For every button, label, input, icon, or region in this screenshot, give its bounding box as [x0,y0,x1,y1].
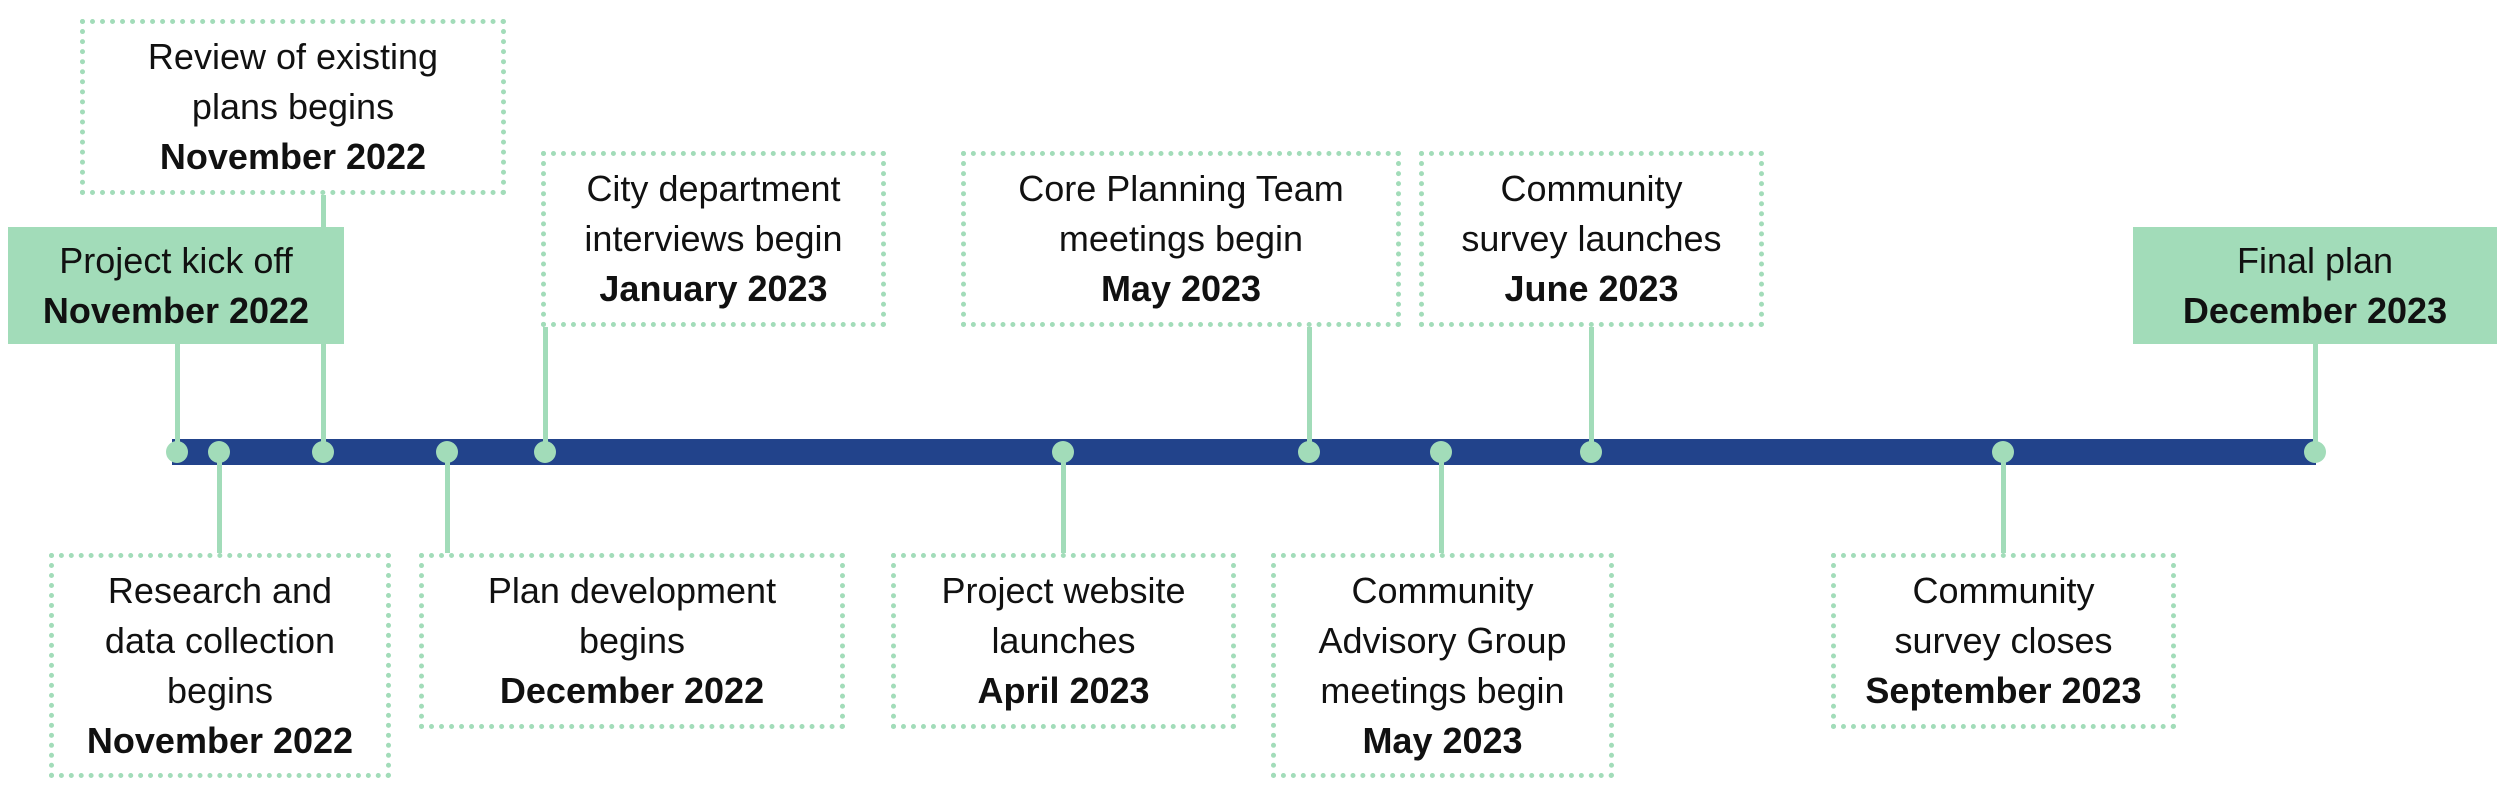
milestone-label: Community [1351,569,1534,611]
milestone-date: November 2022 [159,136,427,177]
milestone-dot [208,441,230,463]
milestone-date: November 2022 [42,289,310,331]
milestone-label: Research and [107,569,333,611]
milestone-connector [1588,327,1594,452]
milestone-label: Project website [941,570,1186,611]
milestone-label: City department [586,168,841,209]
milestone-connector [2000,452,2006,553]
milestone-dot [312,441,334,463]
milestone-connector [444,452,450,553]
milestone-label: begins [166,669,274,711]
milestone-label: survey closes [1894,620,2113,661]
milestone-label: Core Planning Team [1018,168,1344,209]
milestone-date: May 2023 [1362,719,1523,761]
milestone-label: Plan development [487,570,777,611]
milestone-date: January 2023 [599,268,828,309]
milestone-connector [2312,344,2318,452]
milestone-connector [1060,452,1066,553]
milestone-label: Final plan [2236,239,2394,281]
milestone-date: September 2023 [1865,670,2142,711]
milestone-date: December 2023 [2182,289,2448,331]
milestone-dot [166,441,188,463]
milestone-label: Project kick off [59,239,293,281]
milestone-dot [1580,441,1602,463]
milestone-date: April 2023 [977,670,1150,711]
milestone-label: Review of existing [147,36,439,77]
milestone-label: begins [578,620,686,661]
milestone-label: Advisory Group [1318,619,1567,661]
milestone-connector [1438,452,1444,553]
milestone-dot [2304,441,2326,463]
milestone-label: Community [1912,570,2095,611]
milestone-label: launches [991,620,1136,661]
milestone-connector [174,344,180,452]
milestone-dot [1430,441,1452,463]
milestone-dot [534,441,556,463]
milestone-date: June 2023 [1504,268,1679,309]
milestone-date: November 2022 [86,719,354,761]
milestone-label: Community [1500,168,1683,209]
milestone-connector [542,327,548,452]
milestone-label: data collection [104,619,336,661]
milestone-dot [1992,441,2014,463]
milestone-label: plans begins [191,86,395,127]
milestone-date: December 2022 [499,670,765,711]
milestone-dot [1298,441,1320,463]
milestone-label: survey launches [1461,218,1722,259]
milestone-connector [1306,327,1312,452]
milestone-label: meetings begin [1058,218,1304,259]
milestone-dot [436,441,458,463]
milestone-connector [320,195,326,452]
milestone-date: May 2023 [1100,268,1262,309]
timeline-bar [172,439,2316,465]
milestone-label: interviews begin [584,218,843,259]
milestone-dot [1052,441,1074,463]
milestone-connector [216,452,222,553]
milestone-label: meetings begin [1320,669,1565,711]
